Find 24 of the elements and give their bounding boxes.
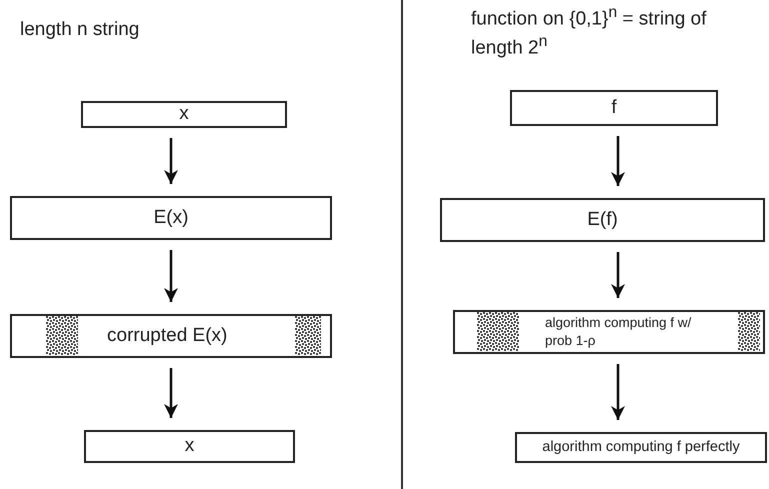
arrow (611, 136, 625, 186)
heading-text: length n string (20, 18, 140, 42)
heading-text: function on {0,1}$^{n}$ = string of length 2$^{n}$ (471, 3, 708, 60)
process-box (515, 432, 767, 463)
box-text: algorithm computing f perfectly (541, 438, 741, 455)
arrow (164, 368, 178, 418)
box-text: algorithm computing f w/ prob 1-ρ (545, 314, 692, 350)
process-box (84, 430, 295, 463)
arrow (164, 138, 178, 184)
box-text: E(x) (152, 206, 190, 229)
process-box (453, 310, 765, 354)
box-text: E(f) (586, 208, 619, 231)
arrow (611, 252, 625, 298)
box-text: corrupted E(x) (107, 324, 228, 347)
box-text: x (184, 435, 196, 458)
process-box (440, 198, 765, 242)
box-text: f (610, 96, 618, 119)
arrow (611, 364, 625, 420)
process-box (510, 90, 718, 126)
process-box (81, 101, 287, 128)
arrow (164, 250, 178, 302)
process-box (10, 314, 332, 358)
process-box (10, 196, 332, 240)
box-text: x (178, 103, 190, 126)
